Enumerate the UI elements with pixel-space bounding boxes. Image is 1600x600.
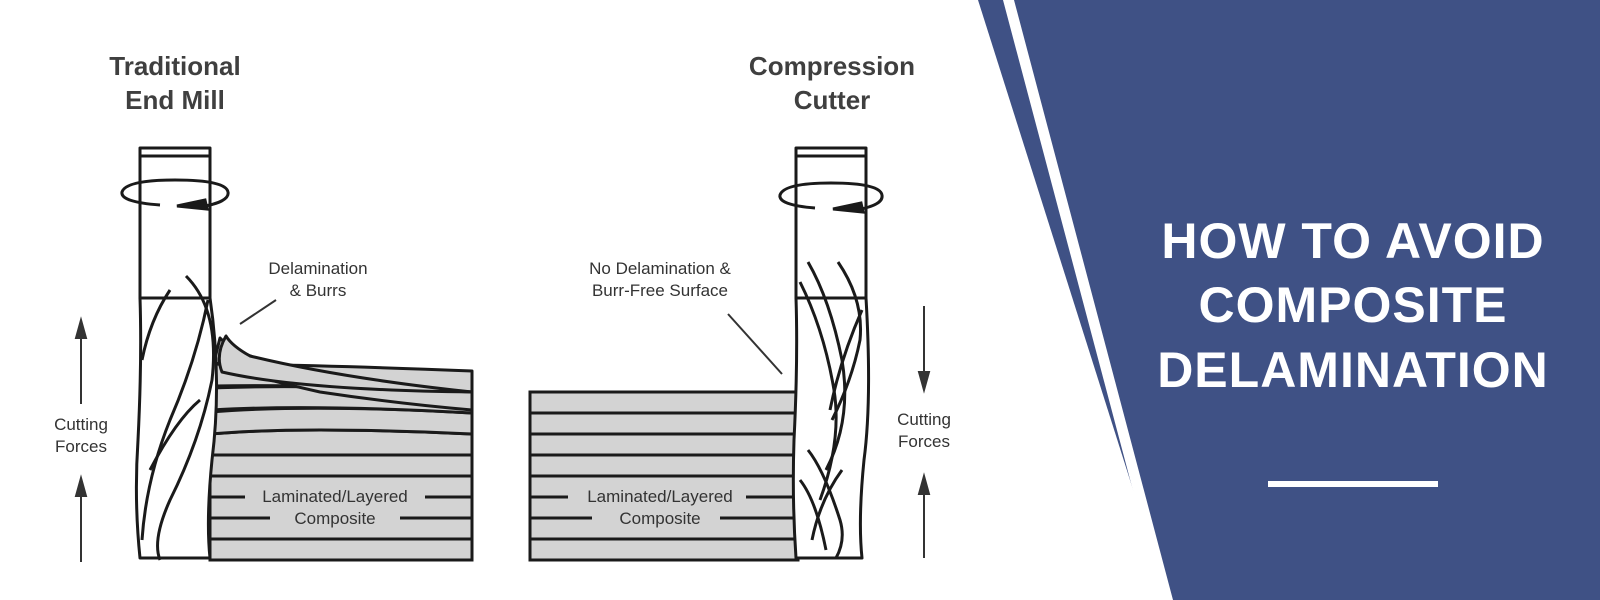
right-callout-line1: No Delamination & xyxy=(589,259,731,278)
right-tool-title-line1: Compression xyxy=(749,51,915,81)
left-rotation-arrow-icon xyxy=(120,178,230,211)
left-tool-title-line2: End Mill xyxy=(125,85,225,115)
left-material-block xyxy=(208,453,474,562)
banner-divider xyxy=(1268,481,1438,487)
right-rotation-arrow-icon xyxy=(778,181,884,214)
banner-title-line1: HOW TO AVOID xyxy=(1161,213,1544,269)
left-shank xyxy=(138,146,212,300)
right-shank xyxy=(794,146,868,300)
banner-stripe xyxy=(1003,0,1173,600)
left-callout-leader xyxy=(239,299,277,325)
left-material-label-line2: Composite xyxy=(294,509,375,528)
left-end-mill xyxy=(134,146,219,561)
left-callout-line1: Delamination xyxy=(268,259,367,278)
left-callout-line2: & Burrs xyxy=(290,281,347,300)
right-force-arrows-icon xyxy=(917,306,931,558)
right-callout-leader xyxy=(727,313,783,375)
right-material-label-line1: Laminated/Layered xyxy=(587,487,733,506)
left-forces-label-line1: Cutting xyxy=(54,415,108,434)
banner-panel xyxy=(978,0,1600,600)
right-tool-title-line2: Cutter xyxy=(794,85,871,115)
right-callout-line2: Burr-Free Surface xyxy=(592,281,728,300)
right-compression-cutter xyxy=(791,146,871,560)
banner-title-line2: COMPOSITE xyxy=(1198,277,1507,333)
right-forces-label-line1: Cutting xyxy=(897,410,951,429)
left-force-arrows-icon xyxy=(74,316,88,562)
left-delaminated-layers xyxy=(208,334,474,457)
right-flute-body xyxy=(791,296,871,560)
left-tool-title-line1: Traditional xyxy=(109,51,240,81)
left-forces-label-line2: Forces xyxy=(55,437,107,456)
right-forces-label-line2: Forces xyxy=(898,432,950,451)
left-material-label-line1: Laminated/Layered xyxy=(262,487,408,506)
banner-title-line3: DELAMINATION xyxy=(1157,342,1549,398)
right-material-block xyxy=(528,390,800,562)
right-material-label-line2: Composite xyxy=(619,509,700,528)
